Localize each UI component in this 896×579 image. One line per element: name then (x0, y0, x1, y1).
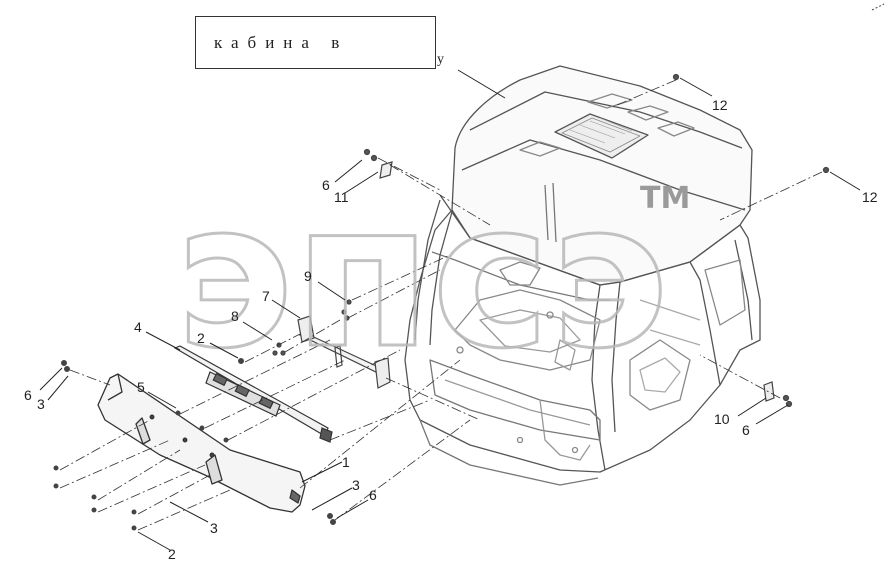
callout-3-lower: 3 (210, 520, 218, 536)
cross-beam-assembly (272, 73, 830, 408)
callout-6-left: 6 (24, 387, 32, 403)
assembly-centerlines (59, 79, 823, 531)
callout-7: 7 (262, 288, 270, 304)
fasteners (53, 358, 336, 531)
callout-6-upper: 6 (322, 177, 330, 193)
callout-5: 5 (137, 379, 145, 395)
callout-6-lower: 6 (369, 487, 377, 503)
callout-2-lower: 2 (168, 546, 176, 562)
callout-labels: 12 12 6 11 9 7 8 4 2 6 3 5 10 6 1 3 6 3 … (24, 97, 878, 562)
svg-text:эпсэ: эпсэ (175, 160, 669, 393)
grille-bar (173, 345, 333, 443)
leader-lines (39, 69, 861, 551)
callout-2-upper: 2 (197, 330, 205, 346)
callout-11: 11 (334, 189, 349, 205)
title-box: кабина в (195, 16, 436, 69)
corner-mark (871, 3, 885, 11)
callout-6-right: 6 (742, 422, 750, 438)
callout-12-top: 12 (712, 97, 728, 113)
cab-body (404, 65, 761, 486)
title-text: кабина в (214, 33, 349, 52)
title-tail: у (437, 52, 444, 67)
callout-9: 9 (304, 268, 312, 284)
watermark-logo: эпсэ TM (174, 159, 691, 395)
callout-3-right: 3 (352, 477, 360, 493)
sun-visor-panel (97, 373, 306, 513)
callout-4: 4 (134, 319, 142, 335)
callout-3-left: 3 (37, 396, 45, 412)
callout-1: 1 (342, 454, 350, 470)
callout-10: 10 (714, 411, 730, 427)
callout-8: 8 (231, 308, 239, 324)
svg-text:TM: TM (640, 181, 690, 216)
callout-12-right: 12 (862, 189, 878, 205)
